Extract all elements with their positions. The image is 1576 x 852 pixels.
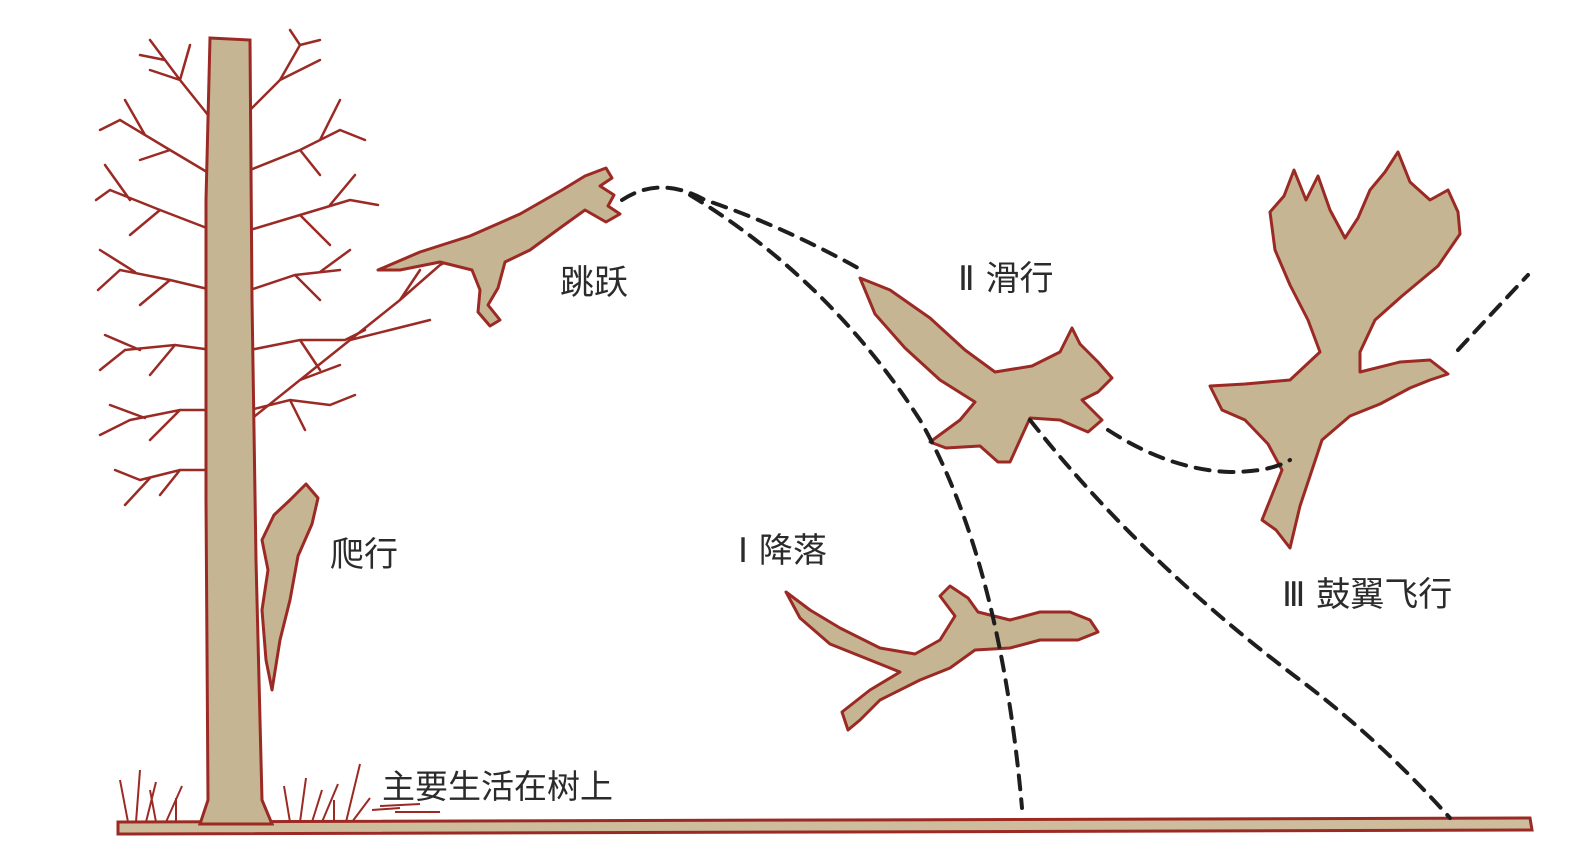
- leaping-animal-icon: [376, 166, 622, 328]
- path-glide-to-flap: [1106, 428, 1292, 475]
- label-tree-life: 主要生活在树上: [382, 767, 613, 806]
- label-jump: 跳跃: [560, 263, 628, 303]
- landing-animal-icon: [784, 584, 1100, 732]
- grass-icon: [119, 763, 440, 823]
- label-land: Ⅰ 降落: [738, 531, 827, 571]
- label-climb: 爬行: [330, 535, 398, 575]
- ground: [116, 816, 1534, 836]
- flapping-bird-icon: [1208, 150, 1462, 550]
- tree-trunk: [197, 36, 275, 826]
- ground-strip: [116, 816, 1534, 836]
- path-glide-descent: [1028, 418, 1452, 820]
- tree-icon: [94, 28, 472, 826]
- label-glide: Ⅱ 滑行: [958, 259, 1054, 299]
- path-leap-to-glide: [620, 185, 860, 270]
- path-flap-ascent: [1456, 273, 1530, 352]
- flight-paths: [620, 185, 1530, 820]
- gliding-animal-icon: [858, 276, 1114, 464]
- path-landing: [688, 193, 1024, 810]
- climbing-animal-icon: [260, 482, 320, 692]
- label-flap: Ⅲ 鼓翼飞行: [1282, 575, 1453, 615]
- tree-branches: [94, 28, 472, 507]
